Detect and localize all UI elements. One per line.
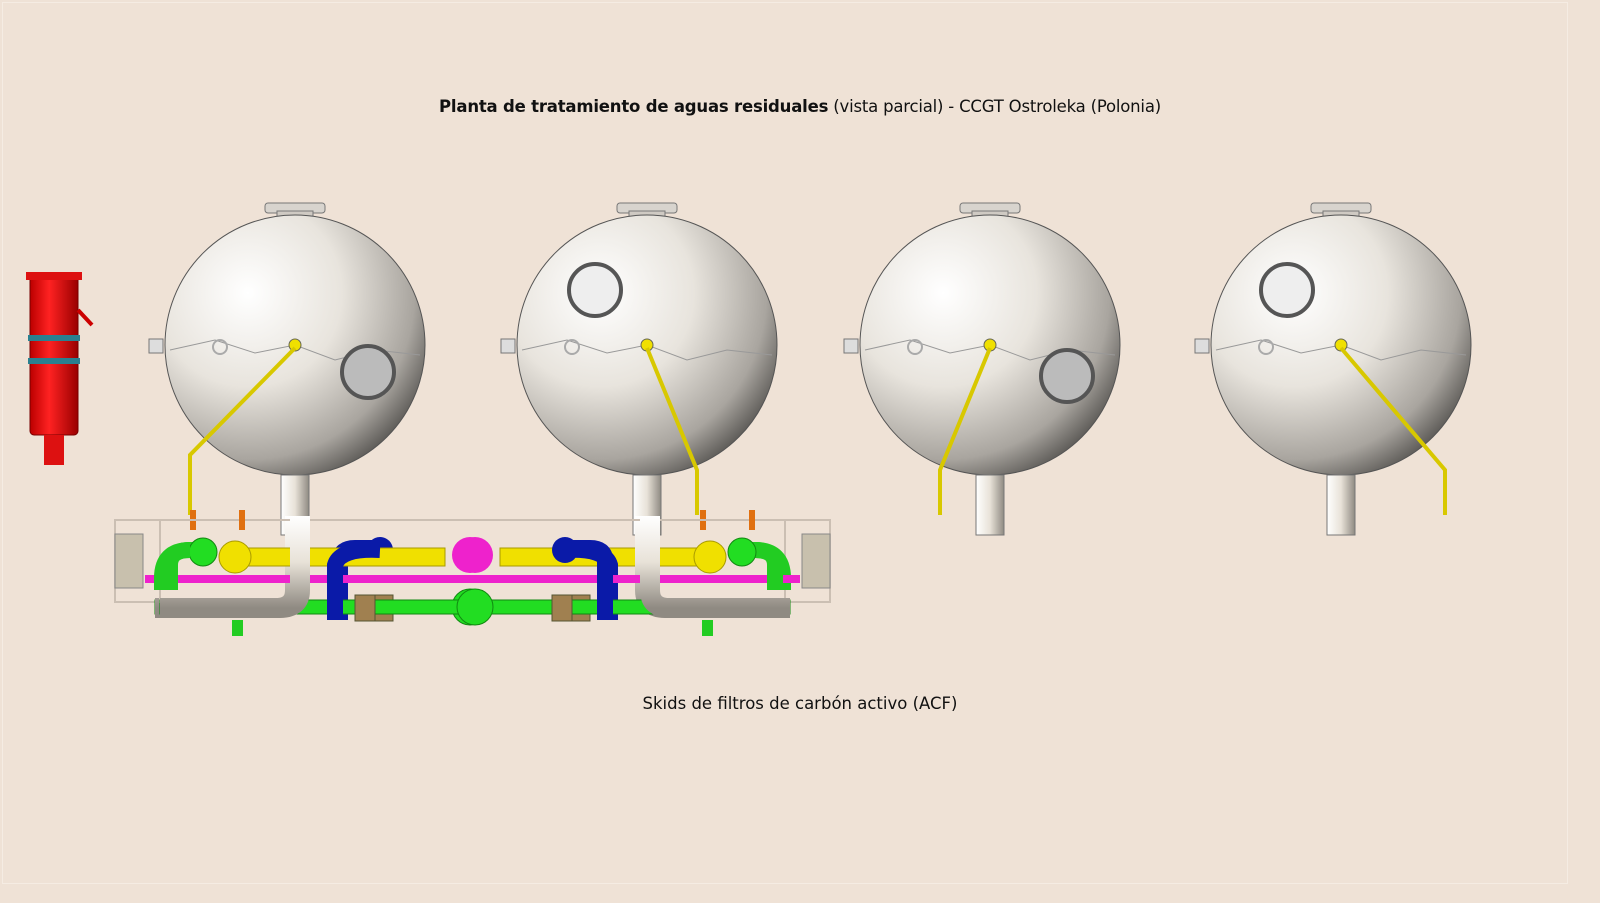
title-normal: (vista parcial) - CCGT Ostroleka (Poloni… <box>828 97 1161 116</box>
tank-2 <box>500 202 778 536</box>
tank-1 <box>148 202 426 536</box>
skid-2 <box>160 510 830 636</box>
page-title: Planta de tratamiento de aguas residuale… <box>0 97 1600 116</box>
yellow-vent-lines <box>188 346 1447 515</box>
figure-caption: Skids de filtros de carbón activo (ACF) <box>642 694 958 713</box>
tank-3 <box>843 202 1121 536</box>
title-bold: Planta de tratamiento de aguas residuale… <box>439 97 829 116</box>
tank-4 <box>1194 202 1472 536</box>
cartridge-filter <box>26 272 94 465</box>
